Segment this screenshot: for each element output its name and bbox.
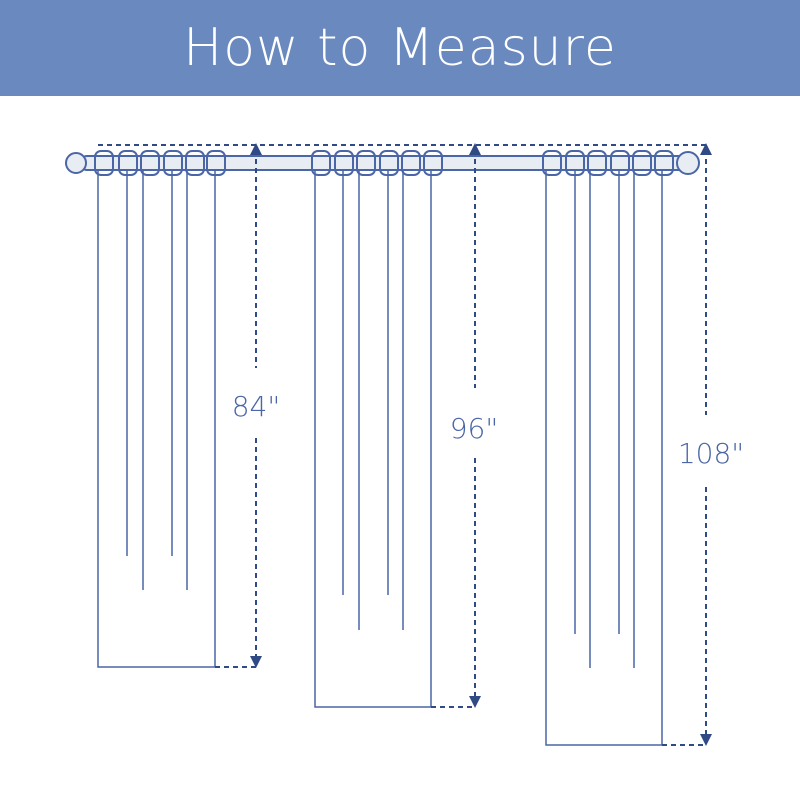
measurement-label-108: 108" (678, 437, 744, 470)
curtain-rod (65, 151, 700, 175)
rod-finial-left-icon (65, 152, 87, 174)
curtain-panel-108 (542, 150, 674, 746)
measurement-arrow-108 (662, 143, 712, 746)
page-title: How to Measure (183, 18, 617, 78)
rod-finial-right-icon (676, 151, 700, 175)
grommet-group-panel-3 (542, 150, 674, 176)
measurement-label-84: 84" (232, 390, 281, 423)
measurement-arrow-96 (431, 143, 481, 708)
title-banner: How to Measure (0, 0, 800, 96)
curtain-panel-96 (311, 150, 443, 708)
measurement-arrow-84 (215, 143, 262, 668)
curtain-panel-84 (94, 150, 226, 668)
measurement-label-96: 96" (450, 412, 499, 445)
grommet-group-panel-2 (311, 150, 443, 176)
grommet-group-panel-1 (94, 150, 226, 176)
